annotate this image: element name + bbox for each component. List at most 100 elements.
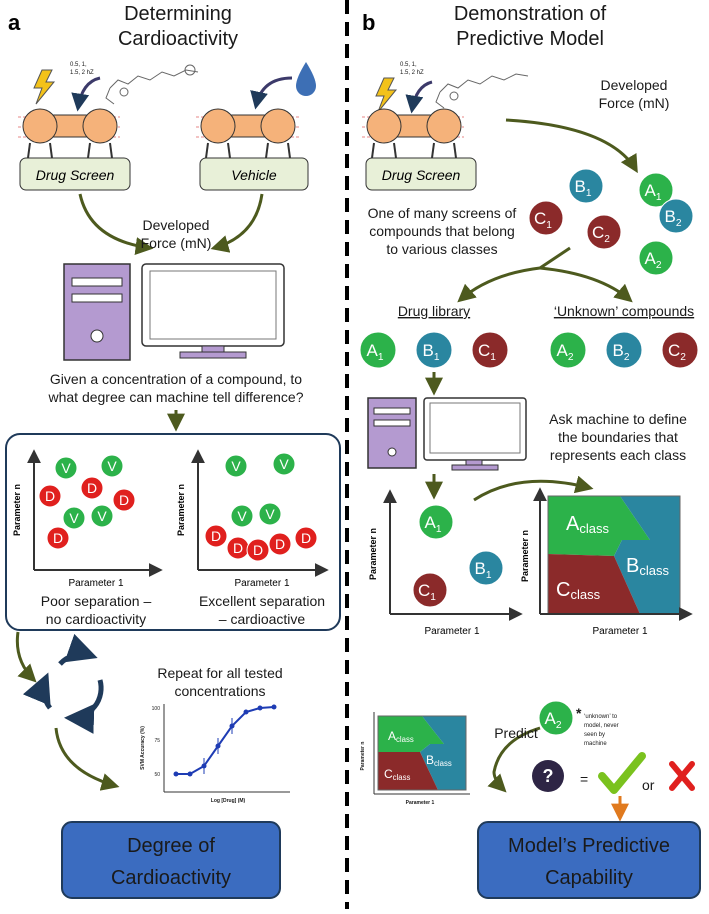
svg-text:Drug Screen: Drug Screen <box>382 167 461 183</box>
svg-text:to various classes: to various classes <box>386 241 497 257</box>
computer-icon-right <box>367 397 527 471</box>
vehicle-tissue: Vehicle <box>196 108 309 191</box>
svg-text:Log [Drug] (M): Log [Drug] (M) <box>211 798 246 804</box>
svg-text:1.5, 2 hZ: 1.5, 2 hZ <box>70 70 94 76</box>
cluster-b1: B1 <box>568 168 604 204</box>
drug-screen-tissue-right: Drug Screen <box>362 108 477 191</box>
svg-text:what degree can machine tell d: what degree can machine tell difference? <box>47 389 303 405</box>
dose-response-curve: 100 75 50 SVM Accuracy (%) Log [Drug] (M… <box>140 704 290 804</box>
left-title-line1: Determining <box>124 3 232 25</box>
water-drop-icon <box>296 62 316 96</box>
svg-text:V: V <box>231 458 241 474</box>
left-panel: a Determining Cardioactivity 0.5, 1, 1.5… <box>5 3 341 899</box>
check-icon <box>598 752 646 794</box>
svg-text:Drug Screen: Drug Screen <box>36 167 115 183</box>
molecule-arrow <box>71 76 101 112</box>
library-b1: B1 <box>415 331 453 369</box>
drug-screen-box-right <box>365 157 477 191</box>
molecule-icon-right <box>435 73 529 109</box>
question-text: Given a concentration of a compound, to <box>50 371 302 387</box>
exc-dot-6: D <box>246 538 270 562</box>
svg-text:75: 75 <box>154 738 160 744</box>
predictive-capability-box <box>477 821 701 899</box>
exc-dot-8: D <box>294 526 318 550</box>
svg-text:seen by: seen by <box>584 732 605 738</box>
svg-text:0.5, 1,: 0.5, 1, <box>400 62 417 68</box>
svg-text:Excellent separation: Excellent separation <box>199 593 325 609</box>
poor-dot-6: V <box>90 504 114 528</box>
unknown-compounds-label: ‘Unknown’ compounds <box>554 303 694 319</box>
svg-text:Parameter 1: Parameter 1 <box>234 578 289 589</box>
svg-text:?: ? <box>543 766 554 786</box>
svg-text:D: D <box>301 530 311 546</box>
svg-text:50: 50 <box>154 772 160 778</box>
exc-dot-4: D <box>204 524 228 548</box>
svg-text:V: V <box>97 508 107 524</box>
cluster-c1: C1 <box>528 200 564 236</box>
svg-text:V: V <box>69 510 79 526</box>
cross-icon <box>669 761 695 791</box>
exc-dot-3: V <box>258 502 282 526</box>
right-title-line2: Predictive Model <box>456 28 604 50</box>
developed-force-label: Developed <box>143 217 210 233</box>
poor-dot-0: V <box>54 456 78 480</box>
drug-library-label: Drug library <box>398 303 470 319</box>
svg-text:Parameter 1: Parameter 1 <box>424 626 479 637</box>
repeat-cycle-icon <box>22 633 104 734</box>
svg-text:D: D <box>45 488 55 504</box>
poor-dot-4: D <box>112 488 136 512</box>
unknown-c2: C2 <box>661 331 699 369</box>
svg-text:Parameter n: Parameter n <box>176 484 186 536</box>
svg-text:or: or <box>642 777 655 793</box>
question-circle <box>532 760 564 792</box>
unknown-a2: A2 <box>549 331 587 369</box>
svg-text:V: V <box>265 506 275 522</box>
svg-text:Parameter n: Parameter n <box>12 484 22 536</box>
predict-label: Predict <box>494 725 538 741</box>
cluster-a2: A2 <box>638 240 674 276</box>
svg-text:D: D <box>87 480 97 496</box>
svg-text:Parameter n: Parameter n <box>368 528 378 580</box>
svg-text:D: D <box>253 542 263 558</box>
exc-dot-2: V <box>230 504 254 528</box>
computer-icon <box>63 263 285 361</box>
unknown-b2: B2 <box>605 331 643 369</box>
svg-text:concentrations: concentrations <box>174 683 265 699</box>
svg-text:Parameter n: Parameter n <box>360 742 366 771</box>
cluster-b2: B2 <box>658 198 694 234</box>
svg-text:Force (mN): Force (mN) <box>599 95 670 111</box>
right-title-line1: Demonstration of <box>454 3 607 25</box>
svg-text:model, never: model, never <box>584 723 619 729</box>
svg-text:D: D <box>211 528 221 544</box>
lightning-icon <box>33 69 56 105</box>
left-title-line2: Cardioactivity <box>118 28 238 50</box>
exc-dot-7: D <box>268 532 292 556</box>
svg-text:100: 100 <box>152 706 161 712</box>
class-regions-plot: Parameter n Parameter 1 AclassBclassCcla… <box>520 487 693 637</box>
poor-dot-1: V <box>100 454 124 478</box>
svg-text:0.5, 1,: 0.5, 1, <box>70 62 87 68</box>
repeat-text: Repeat for all tested <box>157 665 282 681</box>
exc-dot-1: V <box>272 452 296 476</box>
vehicle-box <box>199 157 309 191</box>
svg-text:Force (mN): Force (mN) <box>141 235 212 251</box>
svg-text:D: D <box>119 492 129 508</box>
predict-a2: A2 <box>538 700 574 736</box>
molecule-icon <box>105 64 199 105</box>
poor-dot-5: V <box>62 506 86 530</box>
svg-text:Cardioactivity: Cardioactivity <box>111 867 231 889</box>
developed-force-label-right: Developed <box>601 77 668 93</box>
right-panel: b Demonstration of Predictive Model 0.5,… <box>359 3 701 899</box>
svg-text:V: V <box>61 460 71 476</box>
svg-text:no cardioactivity: no cardioactivity <box>46 611 146 627</box>
poor-dot-3: D <box>80 476 104 500</box>
library-a1: A1 <box>359 331 397 369</box>
svg-text:machine: machine <box>584 741 607 747</box>
drug-screen-tissue: Drug Screen <box>18 108 131 191</box>
svg-text:=: = <box>580 771 588 787</box>
lightning-icon-right <box>375 77 398 113</box>
ask-machine-text: Ask machine to define <box>549 411 687 427</box>
